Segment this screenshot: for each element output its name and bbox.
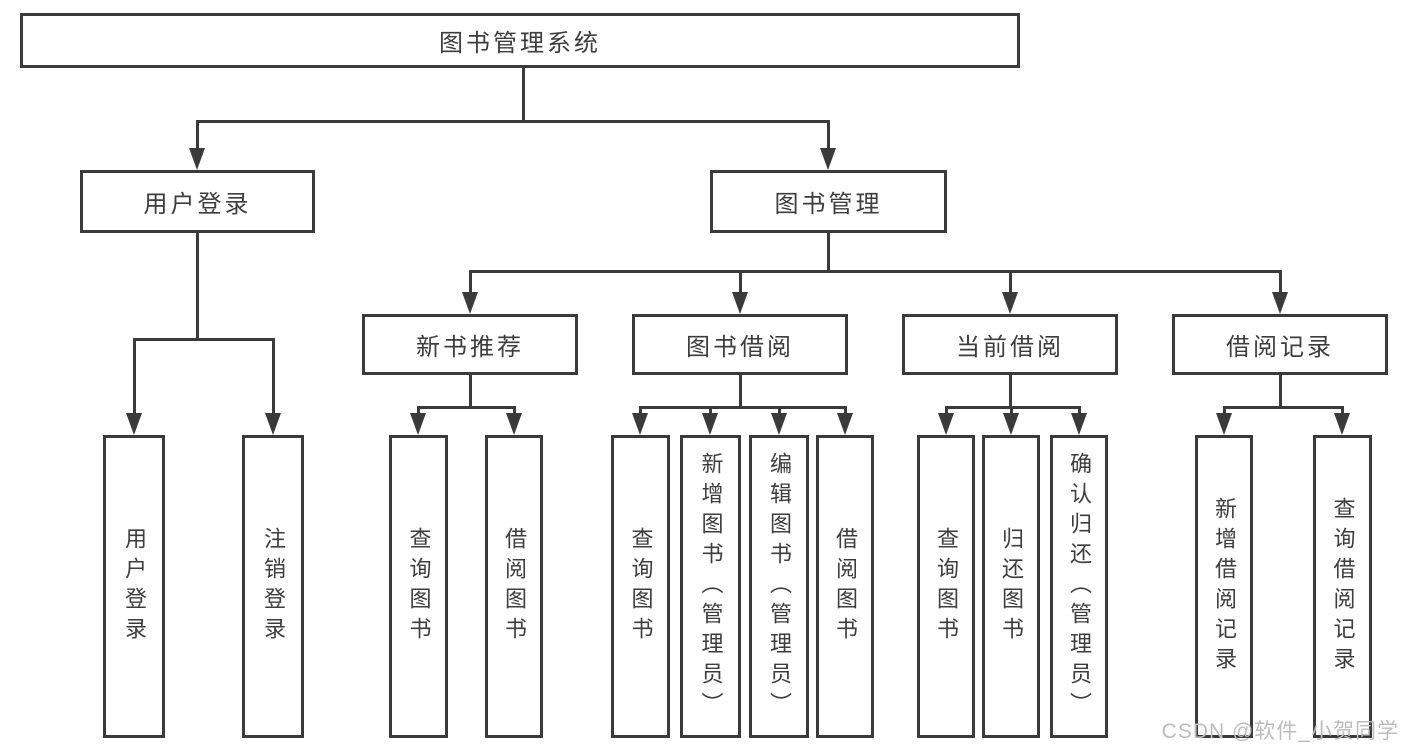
leaf-logout: 注销登录 (242, 435, 304, 738)
connector-book-management-stem (827, 233, 830, 272)
node-current-borrow: 当前借阅 (902, 314, 1118, 375)
connector-drop-book-borrow (739, 270, 742, 294)
connector-borrow-records-bar (1223, 406, 1344, 409)
connector-drop-current-borrow (1009, 270, 1012, 294)
connector-drop-cb-leaf2 (1010, 406, 1013, 415)
arrowhead-to-nbr-search-books (410, 413, 426, 435)
node-book-management: 图书管理 (710, 170, 947, 233)
connector-drop-book-management (827, 120, 830, 150)
leaf-records-search-record: 查询借阅记录 (1313, 435, 1372, 738)
leaf-current-return-books: 归还图书 (982, 435, 1040, 738)
connector-drop-bb-leaf1 (639, 406, 642, 415)
leaf-current-confirm-return-admin: 确认归还（管理员） (1050, 435, 1108, 738)
arrowhead-to-br-search-record (1334, 413, 1350, 435)
connector-root-stem (522, 68, 525, 122)
arrowhead-to-new-book-recommend (462, 292, 478, 314)
connector-drop-new-book-recommend (469, 270, 472, 294)
leaf-borrow-search-books: 查询图书 (611, 435, 670, 738)
connector-level3-bar (469, 270, 1282, 273)
connector-current-borrow-stem (1009, 375, 1012, 408)
arrowhead-to-borrow-records (1272, 292, 1288, 314)
connector-new-book-recommend-bar (417, 406, 516, 409)
arrowhead-to-bb-add-books (702, 413, 718, 435)
connector-user-login-stem (196, 233, 199, 340)
connector-drop-cb-leaf3 (1078, 406, 1081, 415)
node-borrow-records: 借阅记录 (1172, 314, 1388, 375)
leaf-user-login: 用户登录 (103, 435, 165, 738)
connector-drop-nbr-leaf1 (417, 406, 420, 415)
connector-drop-borrow-records (1279, 270, 1282, 294)
node-book-borrow: 图书借阅 (632, 314, 848, 375)
arrowhead-to-book-management (820, 148, 836, 170)
connector-drop-br-leaf2 (1341, 406, 1344, 415)
arrowhead-to-nbr-borrow-books (506, 413, 522, 435)
connector-drop-ul-leaf1 (133, 338, 136, 415)
arrowhead-to-cb-return-books (1003, 413, 1019, 435)
connector-drop-ul-leaf2 (272, 338, 275, 415)
connector-book-borrow-stem (739, 375, 742, 408)
csdn-watermark: CSDN @软件_小贺同学 (1161, 720, 1399, 743)
arrowhead-to-br-add-record (1216, 413, 1232, 435)
arrowhead-to-user-login (189, 148, 205, 170)
connector-drop-nbr-leaf2 (513, 406, 516, 415)
connector-new-book-recommend-stem (469, 375, 472, 408)
arrowhead-to-bb-search-books (632, 413, 648, 435)
arrowhead-to-bb-borrow-books (837, 413, 853, 435)
connector-current-borrow-bar (945, 406, 1081, 409)
leaf-current-search-books: 查询图书 (917, 435, 975, 738)
connector-drop-bb-leaf3 (778, 406, 781, 415)
connector-drop-br-leaf1 (1223, 406, 1226, 415)
arrowhead-to-leaf-logout (265, 413, 281, 435)
leaf-records-add-record: 新增借阅记录 (1195, 435, 1253, 738)
connector-level2-bar (196, 120, 830, 123)
node-user-login: 用户登录 (80, 170, 315, 233)
leaf-recommend-search-books: 查询图书 (389, 435, 448, 738)
arrowhead-to-book-borrow (732, 292, 748, 314)
connector-drop-bb-leaf2 (709, 406, 712, 415)
arrowhead-to-cb-search-books (938, 413, 954, 435)
arrowhead-to-current-borrow (1002, 292, 1018, 314)
leaf-borrow-borrow-books: 借阅图书 (816, 435, 874, 738)
connector-drop-user-login (196, 120, 199, 150)
leaf-borrow-add-books-admin: 新增图书（管理员） (680, 435, 741, 738)
node-root: 图书管理系统 (20, 13, 1020, 68)
arrowhead-to-cb-confirm-return (1071, 413, 1087, 435)
node-new-book-recommend: 新书推荐 (362, 314, 578, 375)
leaf-borrow-edit-books-admin: 编辑图书（管理员） (749, 435, 809, 738)
leaf-recommend-borrow-books: 借阅图书 (485, 435, 543, 738)
arrowhead-to-bb-edit-books (771, 413, 787, 435)
connector-book-borrow-bar (639, 406, 847, 409)
connector-drop-bb-leaf4 (844, 406, 847, 415)
connector-drop-cb-leaf1 (945, 406, 948, 415)
connector-borrow-records-stem (1279, 375, 1282, 408)
connector-user-login-bar (133, 338, 275, 341)
arrowhead-to-leaf-user-login (126, 413, 142, 435)
